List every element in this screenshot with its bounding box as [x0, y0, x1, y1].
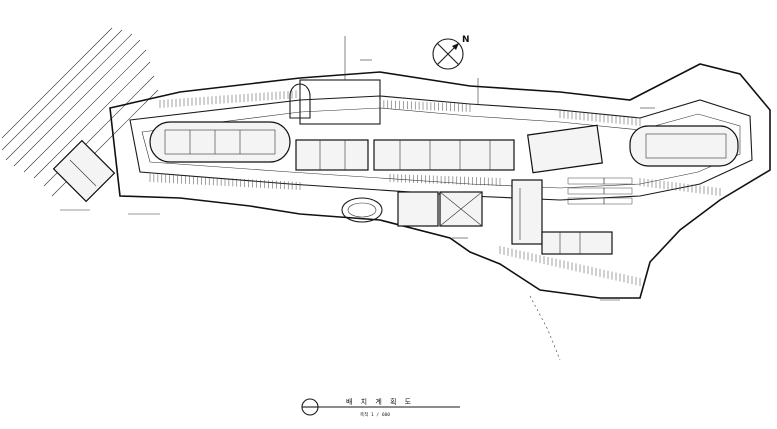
apartment-block-east-mid — [527, 124, 603, 174]
drawing-title: 배 치 계 획 도 — [346, 397, 414, 406]
parking-stalls — [149, 90, 721, 286]
escarpment-line — [529, 295, 561, 361]
annotation-leaders — [60, 36, 655, 301]
north-arrow-icon — [432, 38, 464, 70]
west-gate-building — [52, 139, 116, 203]
community-facility — [397, 191, 483, 227]
internal-road — [129, 95, 753, 201]
site-boundary — [109, 63, 771, 299]
central-park-area — [299, 79, 381, 125]
apartment-block-southeast — [511, 179, 613, 255]
apartment-block-west — [149, 121, 291, 163]
title-block — [301, 398, 460, 416]
drawing-scale: 축척 1 / 600 — [360, 411, 390, 418]
apartment-block-middle — [295, 139, 515, 171]
apartment-block-east — [629, 125, 739, 167]
pool-plaza — [341, 197, 383, 223]
north-label: N — [462, 35, 470, 45]
parking-blocks-east — [567, 177, 633, 205]
